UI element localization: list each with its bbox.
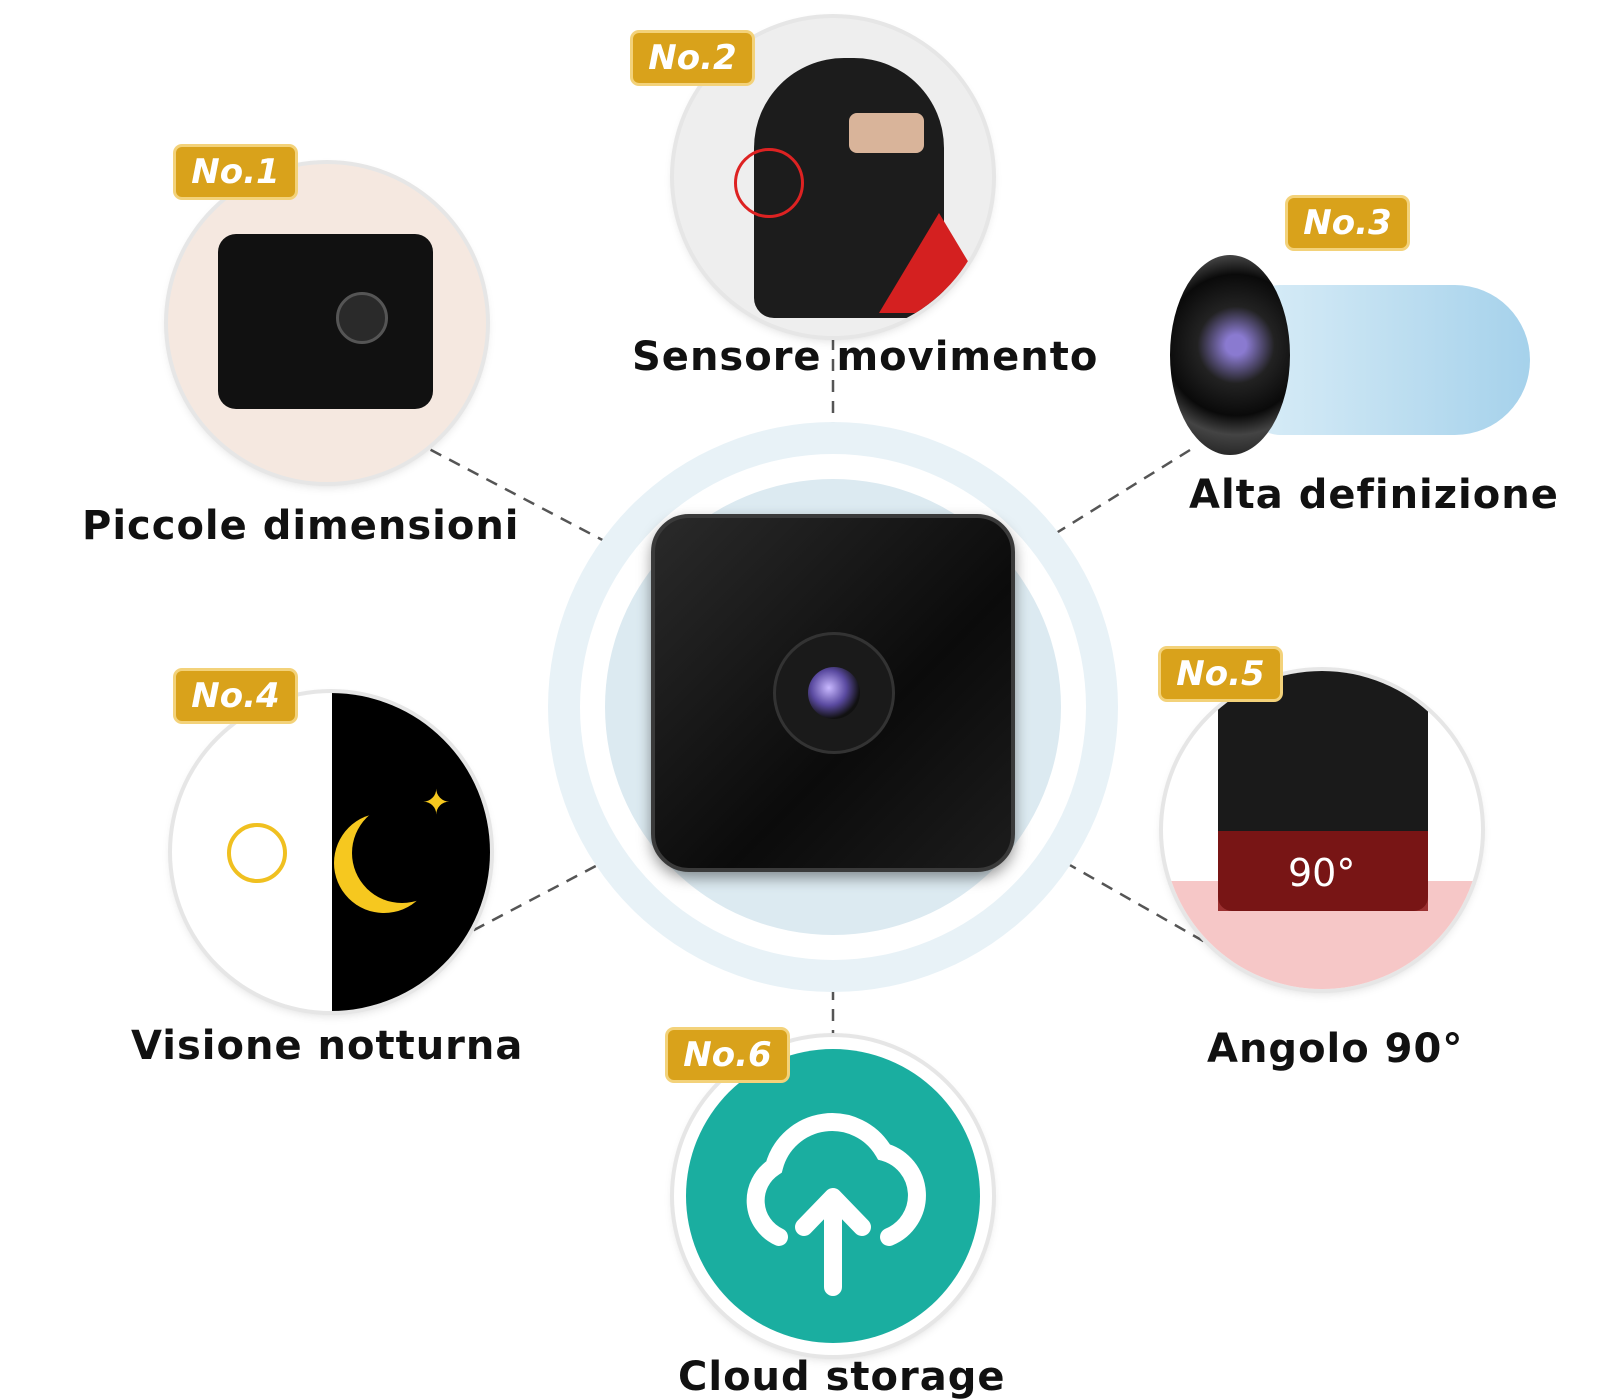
label-cloud-storage: Cloud storage — [678, 1354, 1006, 1400]
label-high-definition: Alta definizione — [1189, 472, 1559, 518]
sun-icon — [227, 823, 287, 883]
mini-camera-icon — [218, 234, 433, 409]
stars-icon: ✦ — [422, 783, 451, 823]
feature-image-night-vision: ✦ — [172, 693, 490, 1011]
badge-no2: No.2 — [633, 33, 752, 83]
camera-lens-icon — [773, 632, 895, 754]
cloud-upload-icon — [746, 1113, 926, 1296]
badge-no3: No.3 — [1288, 198, 1407, 248]
badge-no5: No.5 — [1161, 649, 1280, 699]
badge-no6: No.6 — [668, 1030, 787, 1080]
label-angle: Angolo 90° — [1207, 1026, 1464, 1072]
feature-image-cloud — [674, 1037, 992, 1355]
feature-image-small-size — [168, 164, 486, 482]
target-crosshair-icon — [734, 148, 804, 218]
badge-no4: No.4 — [176, 671, 295, 721]
label-small-size: Piccole dimensioni — [82, 503, 520, 549]
center-camera — [651, 514, 1015, 872]
label-night-vision: Visione notturna — [131, 1023, 524, 1069]
hd-lens-image — [1170, 255, 1540, 455]
angle-overlay-text: 90° — [1288, 851, 1356, 895]
feature-image-motion-sensor — [674, 18, 992, 336]
badge-no1: No.1 — [176, 147, 295, 197]
warning-icon — [879, 213, 992, 313]
camera-lens-icon — [1170, 255, 1290, 455]
feature-image-angle: 90° — [1163, 671, 1481, 989]
label-motion-sensor: Sensore movimento — [632, 334, 1099, 380]
